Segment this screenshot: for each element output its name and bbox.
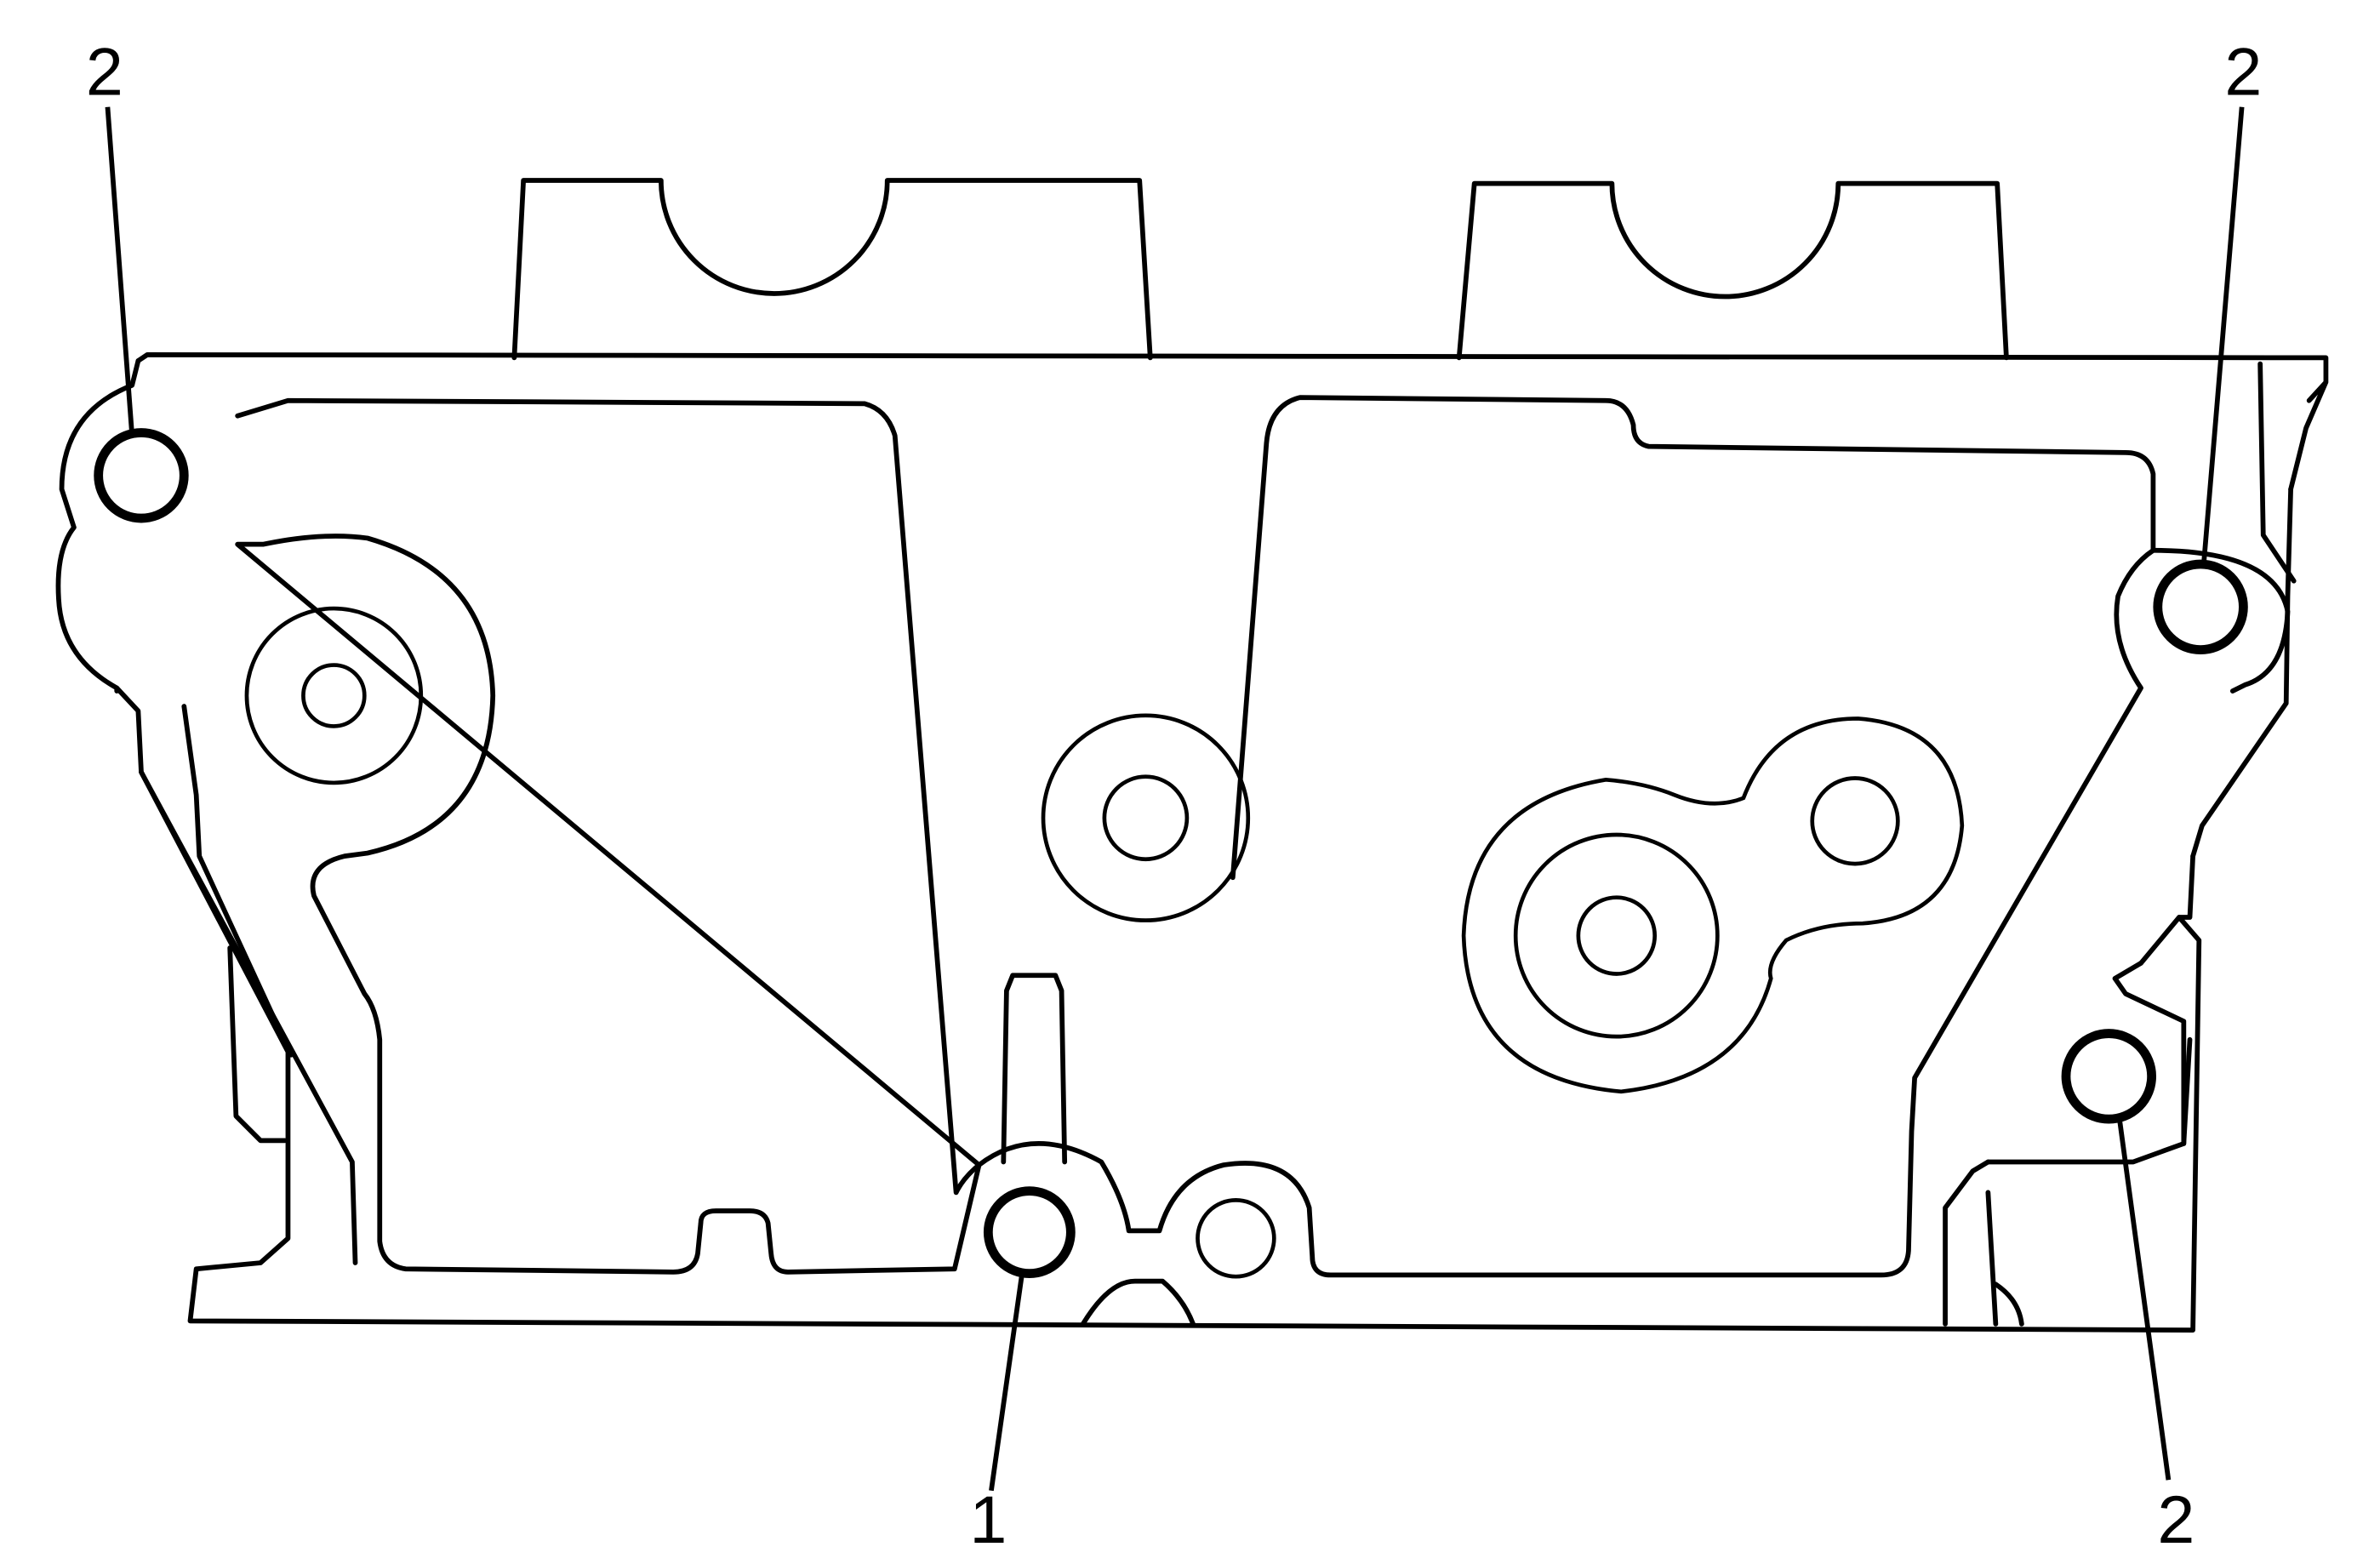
callout-label-top-left: 2: [86, 33, 123, 109]
head-outline: [55, 351, 2329, 1333]
cam-bearing-towers: [511, 178, 2009, 361]
callout-label-top-right: 2: [2224, 33, 2262, 109]
leader-lines: [105, 106, 2245, 1492]
callout-labels: 2 2 1 2: [86, 33, 2263, 1556]
dowel-pin-bottom-right: [2061, 1029, 2156, 1124]
bolt-bosses: [244, 606, 1965, 1279]
dowel-pin-top-right: [2153, 559, 2248, 654]
callout-label-bottom-right: 2: [2157, 1481, 2195, 1557]
dowel-pins: [94, 428, 2248, 1279]
callout-label-bottom-center: 1: [969, 1481, 1007, 1557]
gasket-outline: [235, 395, 2291, 1327]
dowel-pin-top-left: [94, 428, 189, 523]
dowel-pin-bottom-center: [983, 1186, 1076, 1279]
